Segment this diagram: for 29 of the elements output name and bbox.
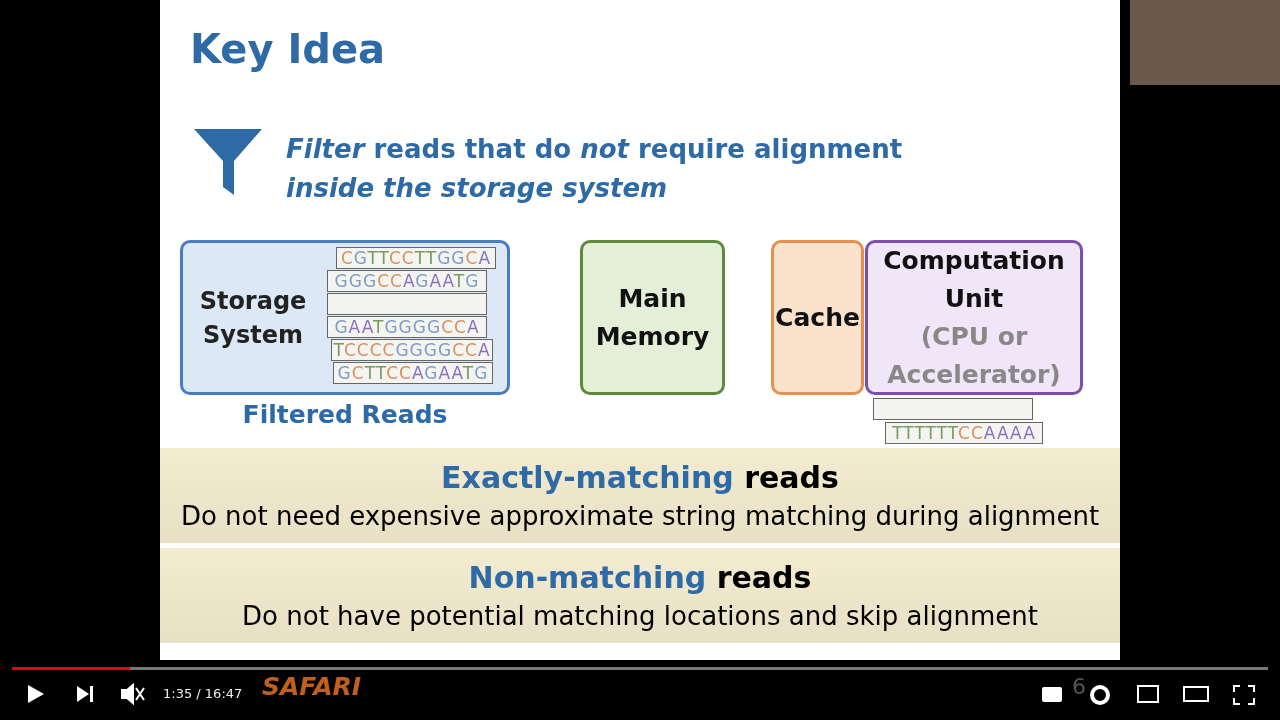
storage-label: Filtered Reads <box>241 400 449 429</box>
read-strip <box>327 293 487 315</box>
read-strip <box>873 398 1033 420</box>
component-box <box>865 240 1083 395</box>
box-sublabel: (CPU or Accelerator) <box>886 320 1062 391</box>
band-text: Do not need expensive approximate string matching during alignment <box>180 499 1100 533</box>
key-statement: Filter reads that do not require alignment inside the storage system <box>286 133 904 205</box>
box-label: Cache <box>775 301 860 334</box>
dna-read: GAATGGGGCCA <box>327 316 487 338</box>
slide-title: Key Idea <box>190 26 386 72</box>
dna-read: TCCCCGGGGCCA <box>331 339 493 361</box>
component-box <box>771 240 864 395</box>
component-box <box>580 240 725 395</box>
dna-read: TTTTTTCCAAAA <box>885 422 1043 444</box>
video-time: 1:35 / 16:47 <box>163 686 243 701</box>
dna-read: GGGCCAGAATG <box>327 270 487 292</box>
slide-number: 6 <box>1072 674 1086 699</box>
box-label: Storage System <box>198 285 308 351</box>
footer-text: SAFARI <box>262 672 362 701</box>
box-label: Main Memory <box>594 282 711 353</box>
dna-read: CGTTCCTTGGCA <box>336 247 496 269</box>
band-heading: Exactly-matching reads <box>441 458 839 497</box>
storage-box <box>180 240 510 395</box>
band-heading: Non-matching reads <box>468 558 812 597</box>
band-text: Do not have potential matching locations and skip alignment <box>242 599 1038 633</box>
info-band <box>160 548 1120 643</box>
box-label: Computation Unit <box>882 244 1066 315</box>
info-band <box>160 448 1120 543</box>
dna-read: GCTTCCAGAATG <box>333 362 493 384</box>
